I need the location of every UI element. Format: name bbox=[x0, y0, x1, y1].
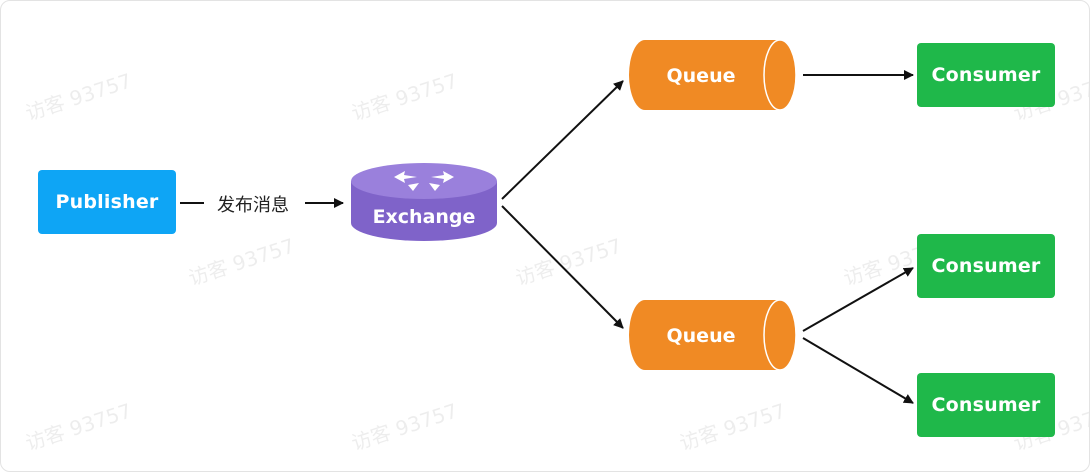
consumer-node[interactable]: Consumer bbox=[917, 43, 1055, 107]
consumer-node[interactable]: Consumer bbox=[917, 234, 1055, 298]
consumer-label: Consumer bbox=[931, 64, 1041, 86]
router-arrows-icon bbox=[394, 171, 454, 191]
exchange-node[interactable]: Exchange bbox=[351, 163, 497, 241]
queue-node[interactable]: Queue bbox=[629, 299, 797, 371]
queue-label: Queue bbox=[667, 325, 736, 347]
edge-queue-bottom-consumer-mid bbox=[802, 267, 914, 332]
exchange-label: Exchange bbox=[373, 206, 476, 228]
publish-message-label: 发布消息 bbox=[217, 195, 289, 216]
queue-label: Queue bbox=[667, 65, 736, 87]
consumer-node[interactable]: Consumer bbox=[917, 373, 1055, 437]
edge-exchange-queue-bottom bbox=[501, 205, 624, 329]
publisher-node[interactable]: Publisher bbox=[38, 170, 176, 234]
queue-node[interactable]: Queue bbox=[629, 39, 797, 111]
consumer-label: Consumer bbox=[931, 255, 1041, 277]
publisher-label: Publisher bbox=[55, 191, 159, 213]
edge-exchange-queue-top bbox=[501, 80, 624, 200]
edges bbox=[180, 70, 914, 404]
consumer-label: Consumer bbox=[931, 394, 1041, 416]
edge-queue-bottom-consumer-low bbox=[802, 337, 914, 404]
